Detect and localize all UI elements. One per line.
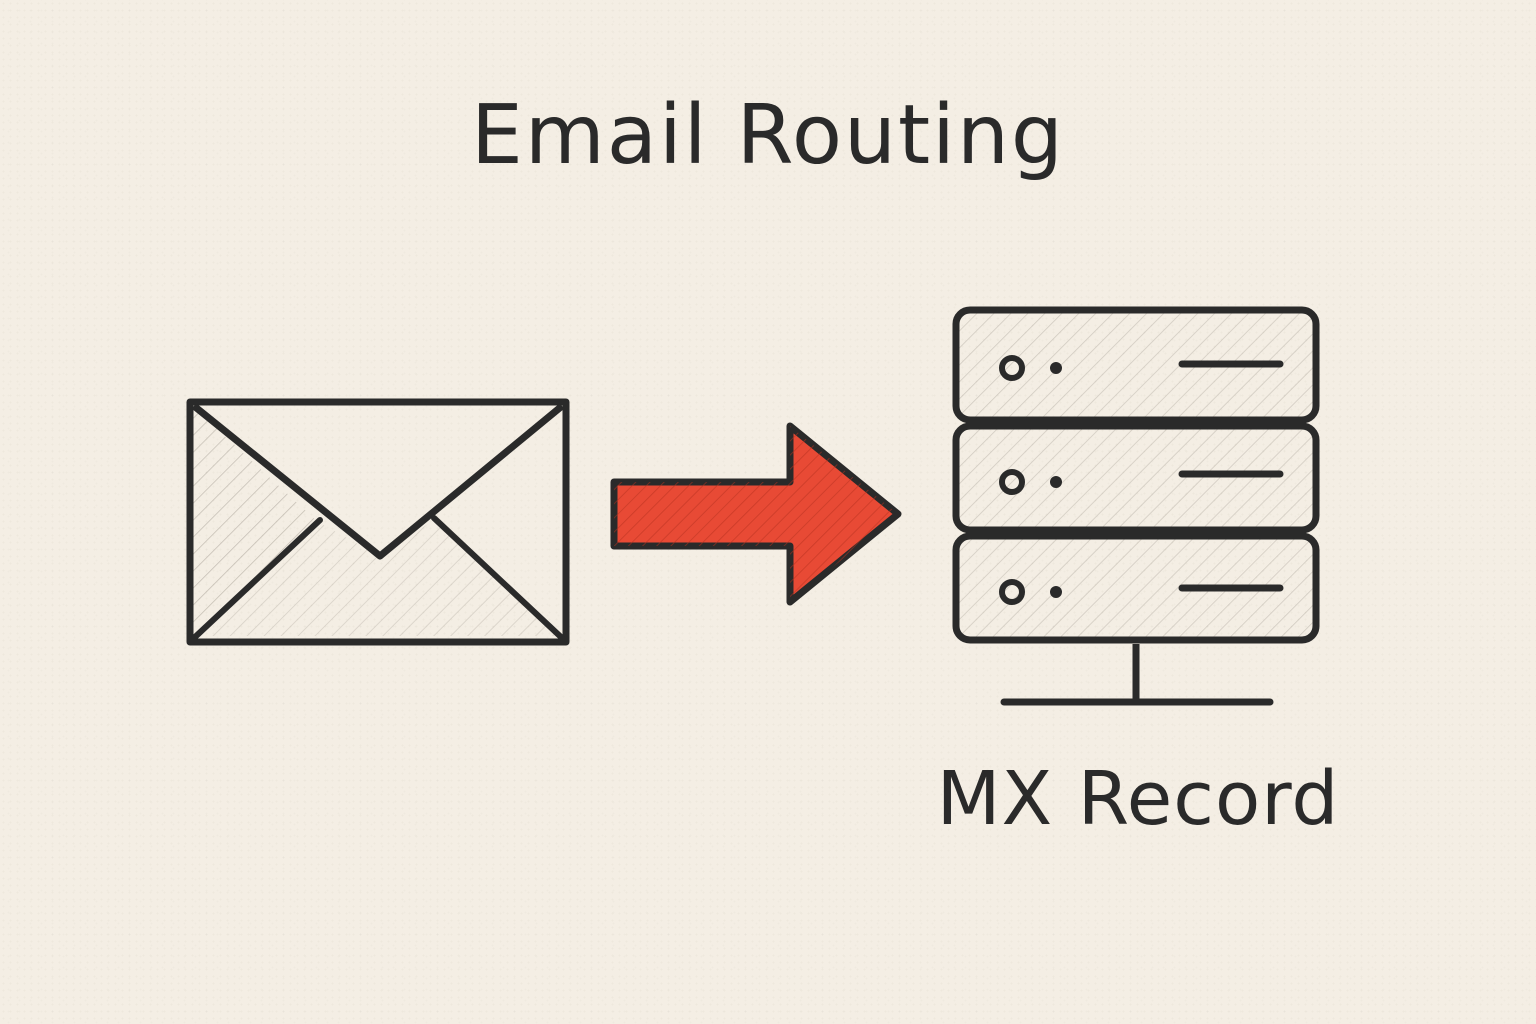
server-unit-3 [952, 532, 1320, 644]
arrow-right-icon [610, 422, 902, 606]
server-unit-1 [952, 306, 1320, 424]
server-stand [1000, 644, 1274, 706]
server-unit-2 [952, 422, 1320, 534]
envelope-icon [186, 398, 570, 646]
server-icon [952, 306, 1320, 706]
diagram-title: Email Routing [471, 88, 1065, 183]
server-label: MX Record [936, 756, 1340, 842]
